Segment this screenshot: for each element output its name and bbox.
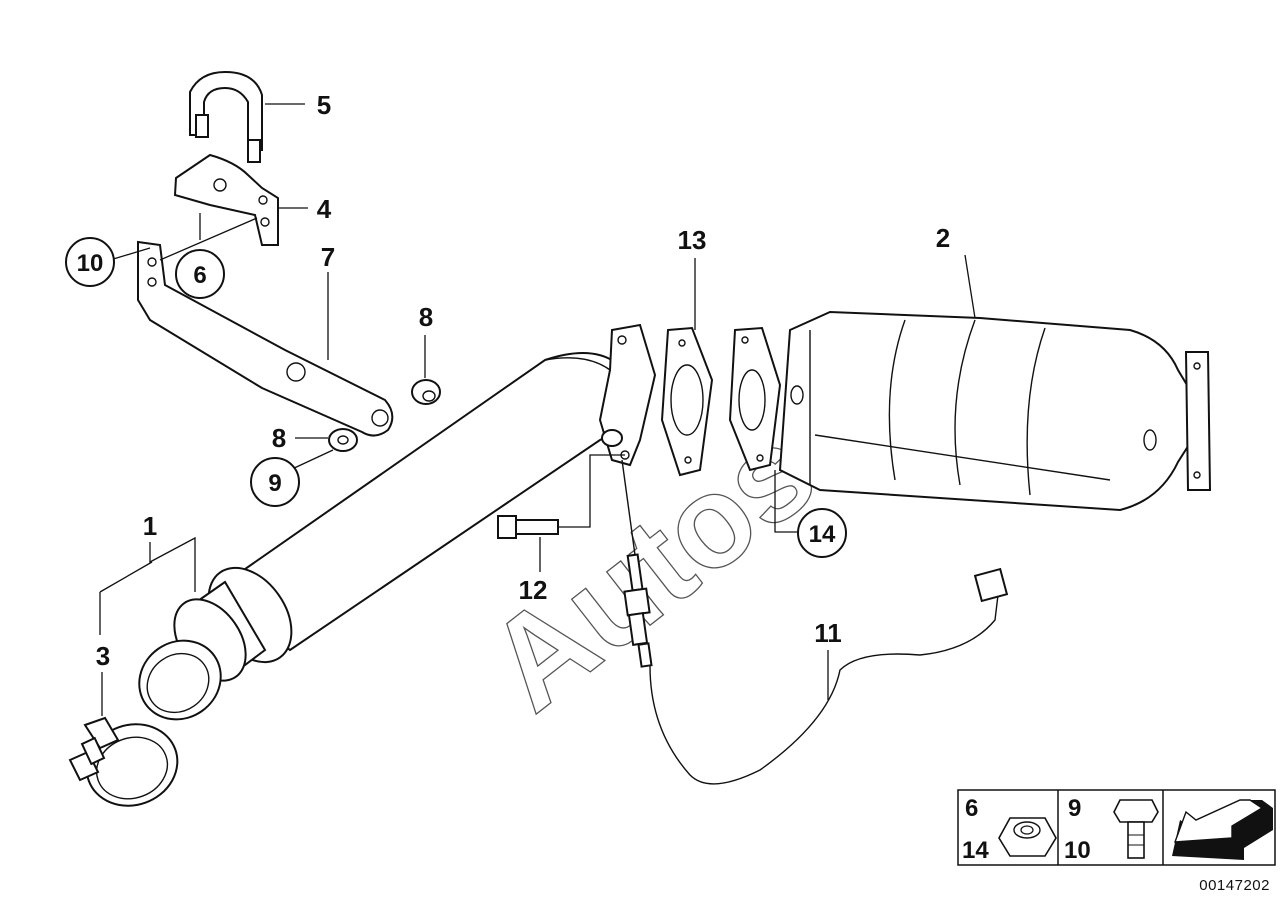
bolt-icon	[1113, 799, 1159, 859]
label-5: 5	[317, 90, 331, 120]
leader-lines	[99, 103, 976, 716]
pipe-clamp	[68, 716, 179, 807]
label-8a: 8	[419, 302, 433, 332]
legend-nut-bottom: 14	[962, 837, 989, 864]
label-11: 11	[814, 618, 842, 648]
hanger-clamp	[189, 70, 263, 163]
circle-10	[65, 237, 115, 287]
label-10: 10	[77, 250, 104, 277]
circle-9	[250, 457, 300, 507]
exhaust-temp-sensor	[621, 459, 1009, 785]
label-8b: 8	[272, 423, 286, 453]
legend-bolt-top: 9	[1068, 795, 1081, 822]
hardware-legend: 6 14 9 10	[957, 789, 1276, 866]
legend-nut-top: 6	[965, 795, 978, 822]
label-7: 7	[321, 242, 335, 272]
label-2: 2	[936, 223, 950, 253]
washer-lower	[328, 428, 358, 452]
label-3: 3	[96, 641, 110, 671]
bracket	[137, 240, 394, 437]
label-14: 14	[809, 521, 836, 548]
front-pipe	[138, 323, 657, 721]
gasket	[660, 326, 714, 477]
label-9: 9	[268, 470, 281, 497]
label-1: 1	[143, 511, 157, 541]
bushing-upper	[411, 379, 441, 405]
label-4: 4	[317, 194, 332, 224]
hanger-holder	[173, 153, 279, 246]
label-12: 12	[519, 575, 548, 605]
circle-6	[175, 249, 225, 299]
bolt-12	[497, 515, 559, 539]
arrow-icon	[1172, 799, 1273, 860]
legend-bolt-bottom: 10	[1064, 837, 1091, 864]
catalytic-converter	[728, 310, 1212, 512]
nut-icon	[998, 817, 1057, 857]
circle-14	[797, 508, 847, 558]
label-6: 6	[193, 262, 206, 289]
label-13: 13	[678, 225, 707, 255]
reference-number: 00147202	[1199, 877, 1270, 894]
